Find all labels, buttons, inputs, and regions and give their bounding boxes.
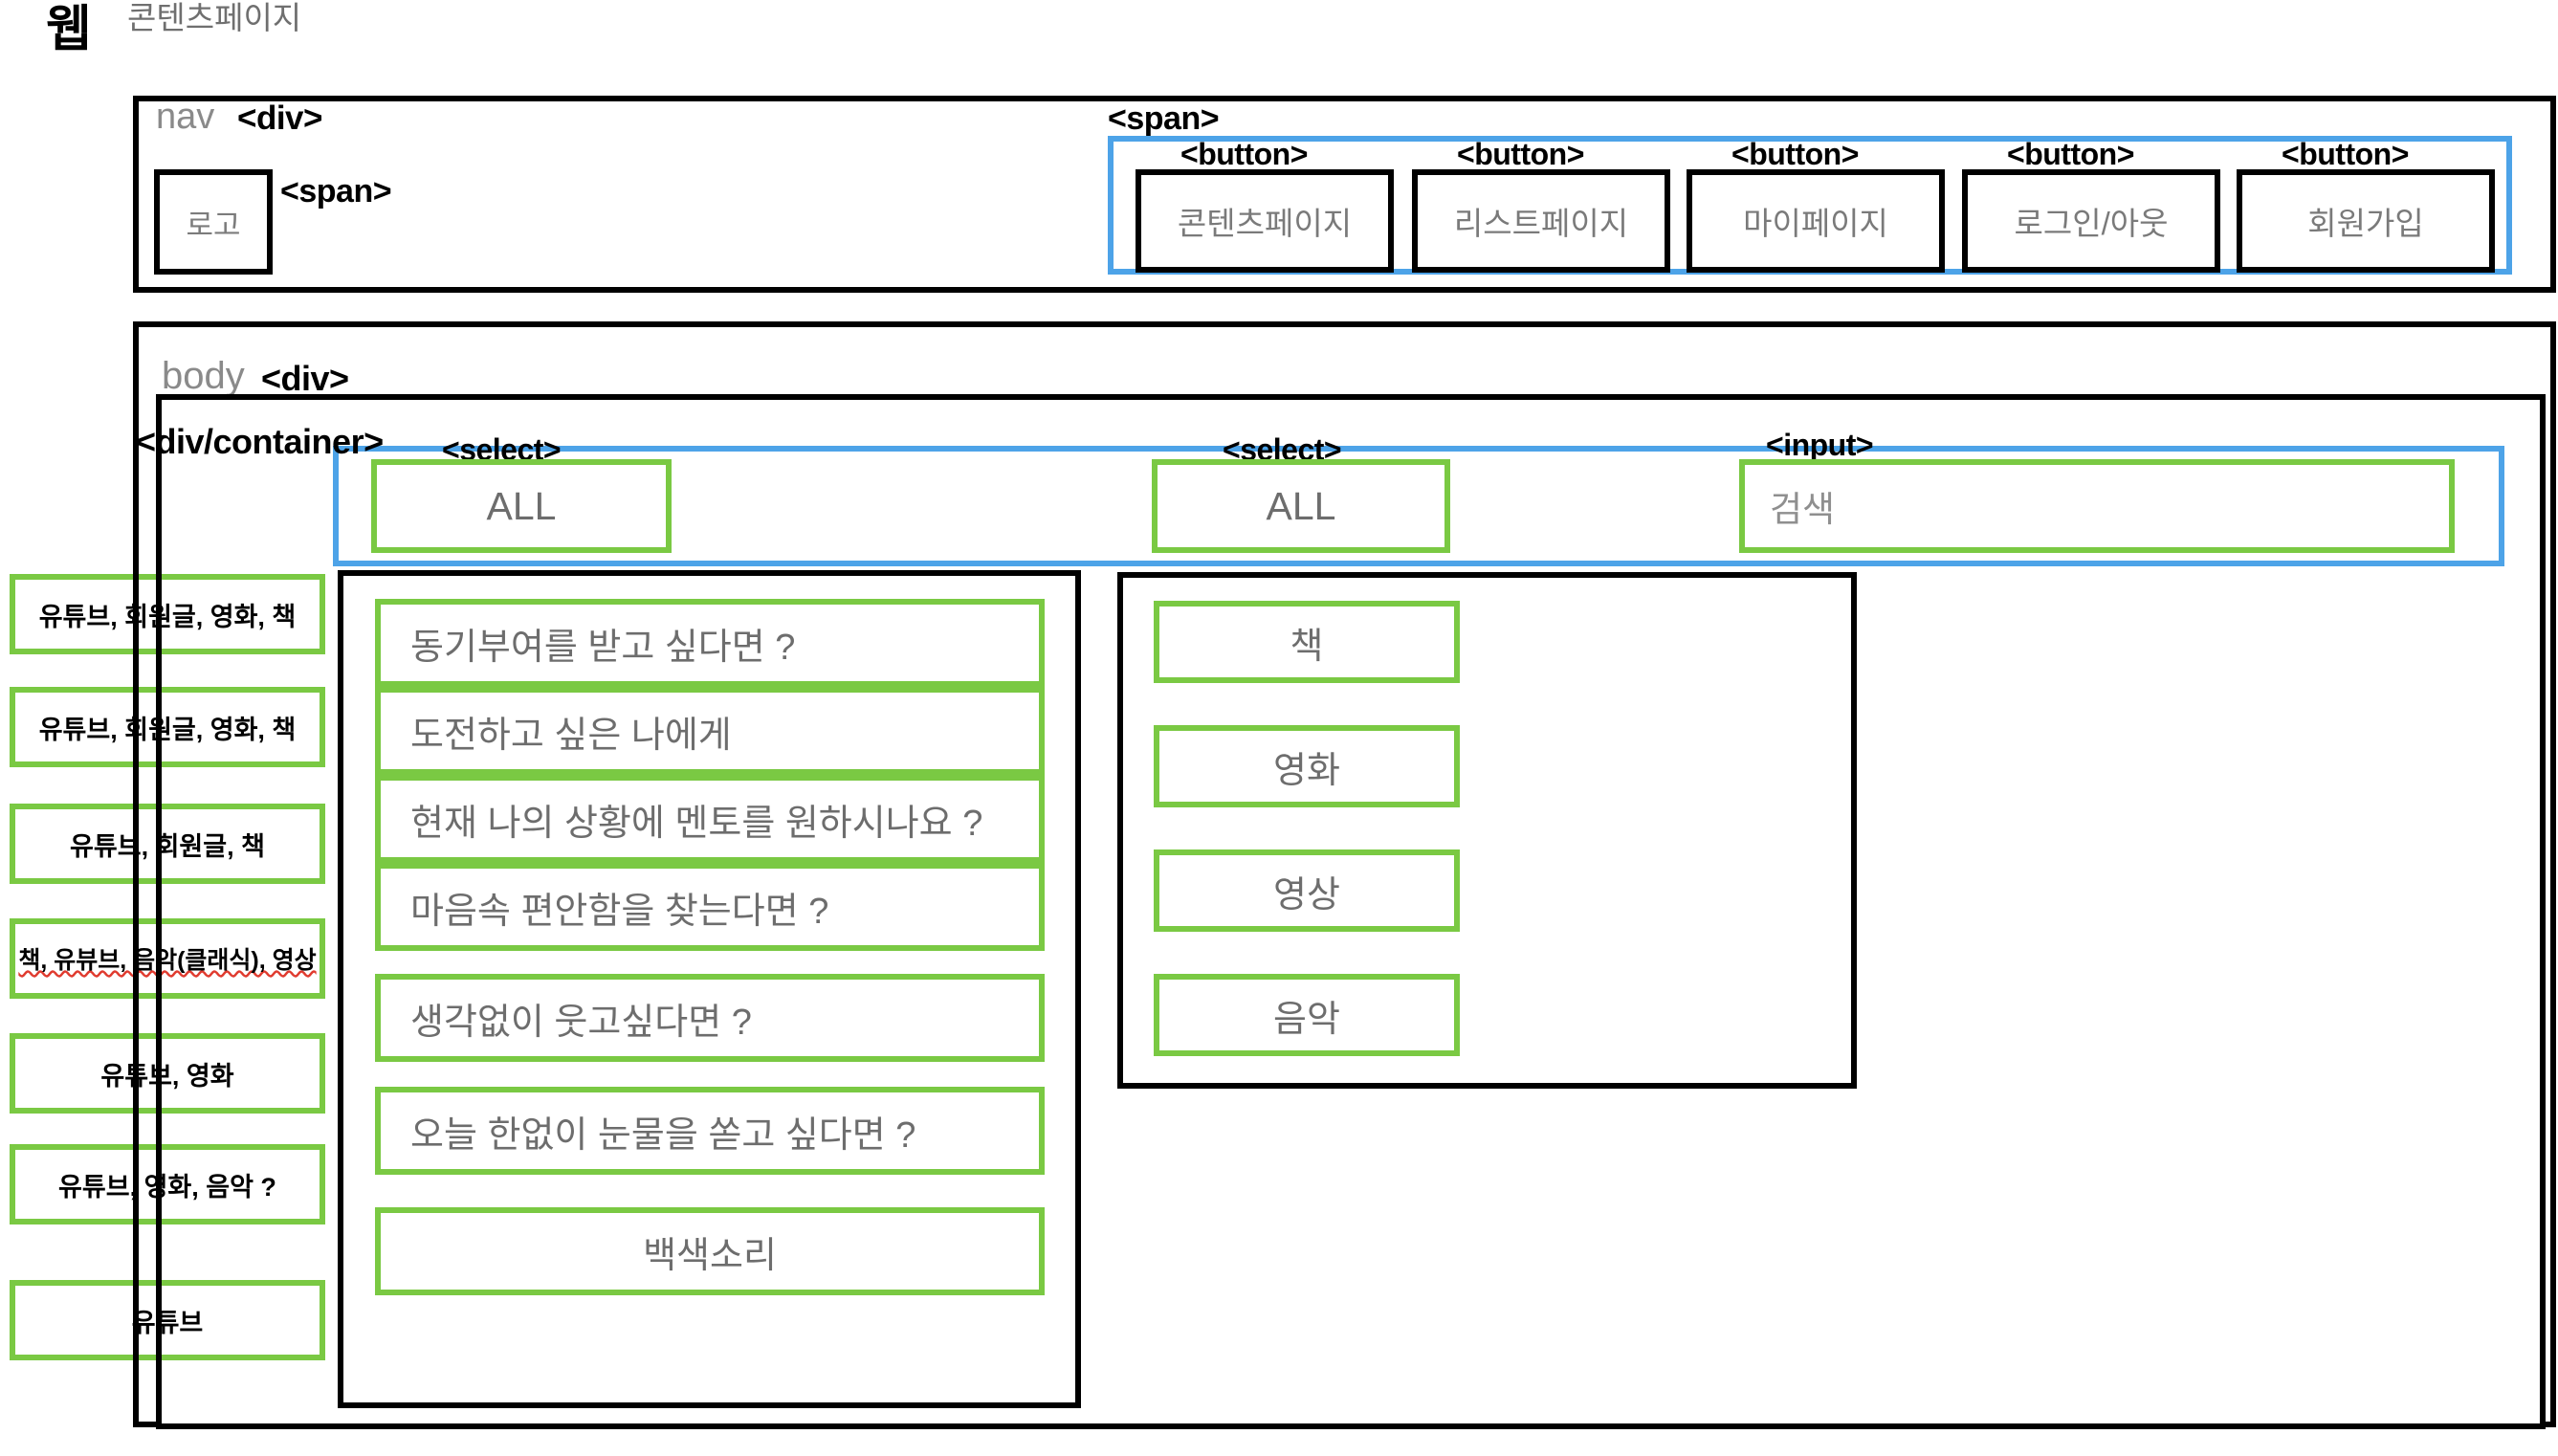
nav-button-tag-3: <button> bbox=[2007, 137, 2134, 171]
category-select-left-value: ALL bbox=[486, 483, 557, 528]
nav-button-label-2: 마이페이지 bbox=[1743, 206, 1888, 241]
content-list-item-label: 동기부여를 받고 싶다면 ? bbox=[410, 627, 796, 668]
annotation-note-label: 책, 유뷰브, 음악(클래식), 영상 bbox=[18, 947, 317, 974]
content-list-item-label: 오늘 한없이 눈물을 쏟고 싶다면 ? bbox=[410, 1114, 916, 1156]
container-frame-left-rule bbox=[156, 394, 162, 1429]
annotation-note: 책, 유뷰브, 음악(클래식), 영상 bbox=[10, 918, 325, 999]
nav-button-contents-page[interactable]: 콘텐츠페이지 bbox=[1136, 169, 1394, 273]
content-list-item-label: 마음속 편안함을 찾는다면 ? bbox=[410, 891, 829, 932]
body-frame-left-rule bbox=[133, 321, 139, 1427]
body-div-tag: <div> bbox=[261, 359, 349, 398]
annotation-note: 유튜브 bbox=[10, 1280, 325, 1360]
search-input-tag: <input> bbox=[1766, 428, 1874, 462]
search-input-placeholder: 검색 bbox=[1770, 490, 1836, 529]
nav-section-label: nav bbox=[156, 97, 215, 137]
logo-span-tag: <span> bbox=[280, 173, 392, 210]
category-item-label: 영상 bbox=[1273, 874, 1340, 916]
content-list-item[interactable]: 생각없이 웃고싶다면 ? bbox=[375, 974, 1045, 1062]
annotation-note: 유튜브, 회원글, 영화, 책 bbox=[10, 687, 325, 767]
nav-button-tag-4: <button> bbox=[2282, 137, 2409, 171]
category-item-label: 영화 bbox=[1273, 750, 1340, 791]
page-title: 콘텐츠페이지 bbox=[127, 0, 302, 35]
annotation-note-label: 유튜브, 회원글, 책 bbox=[70, 831, 265, 861]
nav-button-label-4: 회원가입 bbox=[2307, 206, 2424, 241]
search-input[interactable]: 검색 bbox=[1739, 459, 2455, 553]
category-item-book[interactable]: 책 bbox=[1154, 601, 1460, 683]
nav-div-tag: <div> bbox=[237, 99, 322, 137]
nav-button-label-3: 로그인/아웃 bbox=[2014, 206, 2169, 241]
content-list-item-label: 도전하고 싶은 나에게 bbox=[410, 715, 732, 756]
container-div-tag: <div/container> bbox=[136, 422, 384, 461]
content-list-item[interactable]: 오늘 한없이 눈물을 쏟고 싶다면 ? bbox=[375, 1087, 1045, 1175]
annotation-note-label: 유튜브, 회원글, 영화, 책 bbox=[38, 602, 297, 631]
logo-label: 로고 bbox=[186, 208, 241, 242]
content-list-item[interactable]: 현재 나의 상황에 멘토를 원하시나요 ? bbox=[375, 775, 1045, 863]
category-item-label: 음악 bbox=[1273, 999, 1340, 1040]
annotation-note-label: 유튜브, 영화, 음악 ? bbox=[58, 1172, 276, 1202]
nav-button-label-0: 콘텐츠페이지 bbox=[1177, 206, 1353, 241]
nav-button-my-page[interactable]: 마이페이지 bbox=[1687, 169, 1945, 273]
annotation-note-label: 유튜브 bbox=[131, 1308, 204, 1337]
nav-button-label-1: 리스트페이지 bbox=[1453, 206, 1629, 241]
annotation-note: 유튜브, 회원글, 영화, 책 bbox=[10, 574, 325, 654]
category-item-label: 책 bbox=[1290, 626, 1324, 667]
annotation-note-label: 유튜브, 회원글, 영화, 책 bbox=[38, 715, 297, 744]
nav-button-login-logout[interactable]: 로그인/아웃 bbox=[1962, 169, 2220, 273]
body-section-label: body bbox=[162, 355, 245, 397]
nav-button-list-page[interactable]: 리스트페이지 bbox=[1412, 169, 1670, 273]
category-select-left[interactable]: ALL bbox=[371, 459, 672, 553]
nav-button-tag-0: <button> bbox=[1180, 137, 1308, 171]
content-list-item[interactable]: 마음속 편안함을 찾는다면 ? bbox=[375, 863, 1045, 951]
category-select-right-value: ALL bbox=[1266, 483, 1336, 528]
content-list-item-label: 백색소리 bbox=[643, 1235, 777, 1276]
category-item-music[interactable]: 음악 bbox=[1154, 974, 1460, 1056]
nav-button-tag-1: <button> bbox=[1457, 137, 1584, 171]
content-list-item[interactable]: 백색소리 bbox=[375, 1207, 1045, 1295]
content-list-item[interactable]: 도전하고 싶은 나에게 bbox=[375, 687, 1045, 775]
content-list-item-label: 현재 나의 상황에 멘토를 원하시나요 ? bbox=[410, 803, 983, 844]
annotation-note-label: 유튜브, 영화 bbox=[100, 1061, 234, 1091]
nav-button-tag-2: <button> bbox=[1731, 137, 1859, 171]
web-label: 웹 bbox=[46, 2, 92, 57]
category-item-movie[interactable]: 영화 bbox=[1154, 725, 1460, 807]
annotation-note: 유튜브, 영화, 음악 ? bbox=[10, 1144, 325, 1224]
annotation-note: 유튜브, 회원글, 책 bbox=[10, 804, 325, 884]
content-list-item-label: 생각없이 웃고싶다면 ? bbox=[410, 1002, 752, 1043]
logo-box[interactable]: 로고 bbox=[154, 169, 273, 275]
content-list-item[interactable]: 동기부여를 받고 싶다면 ? bbox=[375, 599, 1045, 687]
category-select-right[interactable]: ALL bbox=[1152, 459, 1450, 553]
nav-button-signup[interactable]: 회원가입 bbox=[2237, 169, 2495, 273]
annotation-note: 유튜브, 영화 bbox=[10, 1033, 325, 1114]
nav-group-span-tag: <span> bbox=[1108, 100, 1220, 137]
category-item-video[interactable]: 영상 bbox=[1154, 849, 1460, 932]
